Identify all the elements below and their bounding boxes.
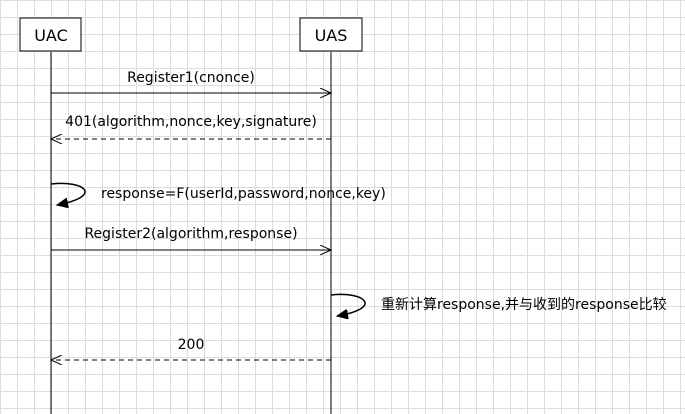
message-label-self-uac: response=F(userId,password,nonce,key) xyxy=(101,186,386,202)
message-200: 200 xyxy=(51,337,331,360)
message-label-register1: Register1(cnonce) xyxy=(127,70,255,86)
message-label-self-uas: 重新计算response,并与收到的response比较 xyxy=(381,297,667,313)
participant-box-uas xyxy=(299,17,363,52)
participant-box-uac xyxy=(19,17,82,52)
message-self-uac: response=F(userId,password,nonce,key) xyxy=(50,182,386,205)
message-arrow-self-uas xyxy=(330,293,366,316)
message-label-401: 401(algorithm,nonce,key,signature) xyxy=(65,114,317,130)
message-arrow-self-uac xyxy=(50,182,86,205)
participant-uas: UAS xyxy=(299,17,363,52)
participant-uac: UAC xyxy=(19,17,82,52)
message-label-200: 200 xyxy=(178,337,205,353)
message-self-uas: 重新计算response,并与收到的response比较 xyxy=(330,293,667,316)
message-401: 401(algorithm,nonce,key,signature) xyxy=(51,114,331,139)
message-label-register2: Register2(algorithm,response) xyxy=(84,226,297,242)
message-register2: Register2(algorithm,response) xyxy=(51,226,331,250)
participant-label-uac: UAC xyxy=(34,26,68,45)
participant-label-uas: UAS xyxy=(315,26,348,45)
message-register1: Register1(cnonce) xyxy=(51,70,331,93)
